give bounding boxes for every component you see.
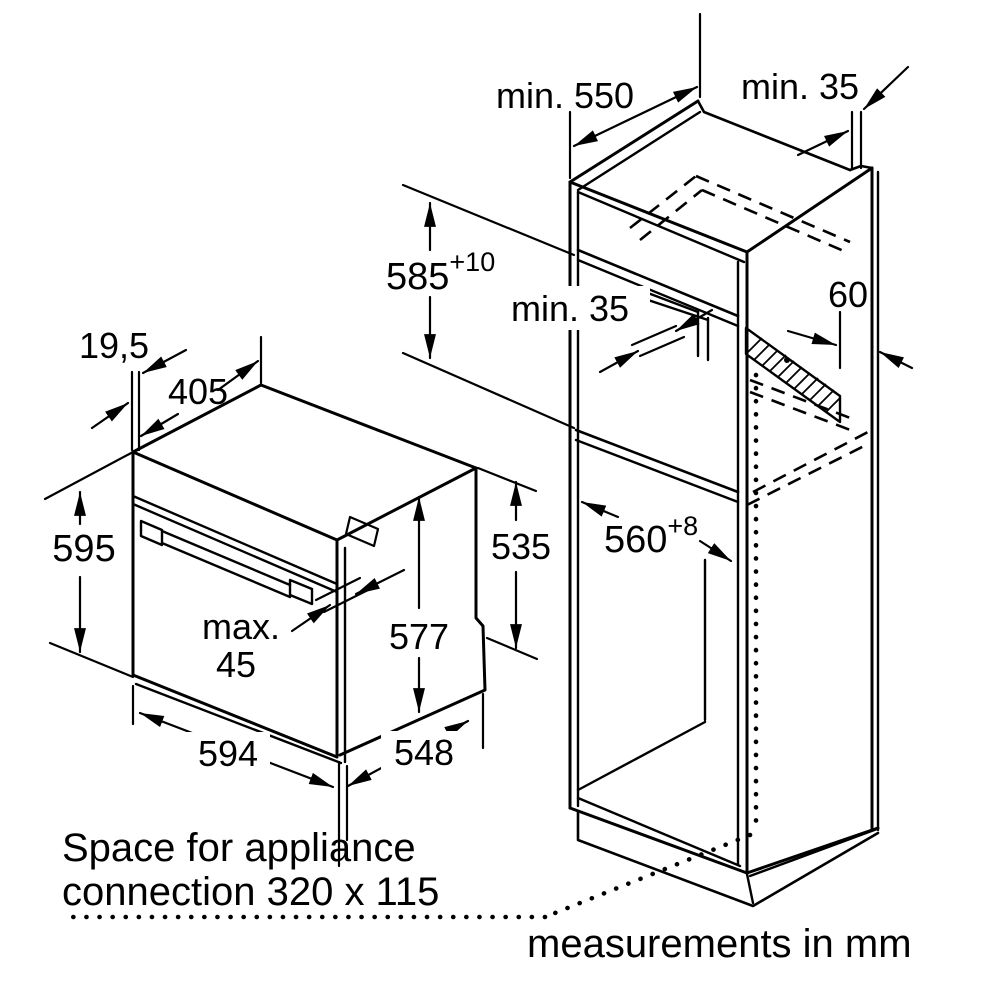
dim-top-rear-gap	[796, 65, 910, 170]
note-connection-line2: connection 320 x 115	[62, 870, 439, 914]
label-niche-width: 560+8	[604, 511, 698, 561]
hatch-lines	[745, 337, 841, 413]
connection-leader-dotted	[59, 372, 759, 920]
label-front-width: 594	[198, 733, 258, 774]
door-handle	[139, 519, 314, 606]
oven-drawing	[131, 383, 487, 765]
dim-door-protrusion	[290, 568, 406, 633]
label-shelf-rear-gap: min. 35	[511, 288, 629, 329]
label-body-height-side: 535	[491, 526, 551, 567]
label-top-depth: 405	[168, 371, 228, 412]
dim-vent-depth	[786, 310, 914, 370]
dim-front-lip	[90, 348, 188, 452]
label-body-depth: 548	[394, 732, 454, 773]
dim-shelf-rear-gap	[598, 308, 714, 374]
dimension-labels: min. 550 min. 35 585+10 min. 35 60 560+8…	[52, 66, 868, 774]
cabinet-drawing	[568, 99, 880, 908]
dim-front-height	[43, 450, 135, 679]
label-mask	[186, 732, 270, 774]
label-front-lip: 19,5	[79, 325, 149, 366]
label-top-rear-gap: min. 35	[741, 66, 859, 107]
label-door-protrusion-value: 45	[216, 644, 256, 685]
vent-hatch-strip	[744, 326, 842, 424]
label-mask	[381, 731, 467, 773]
dim-cabinet-depth	[568, 12, 702, 180]
label-mask	[494, 286, 650, 330]
label-door-protrusion: max.	[202, 606, 280, 647]
hidden-edges	[629, 174, 869, 507]
side-grip-slot	[344, 515, 380, 548]
dim-top-depth	[139, 335, 263, 438]
label-front-height: 595	[52, 528, 115, 570]
note-units: measurements in mm	[527, 922, 912, 966]
notes: Space for appliance connection 320 x 115…	[62, 826, 912, 966]
label-cabinet-depth: min. 550	[496, 75, 634, 116]
label-niche-height: 585+10	[386, 247, 495, 298]
dim-niche-height	[401, 183, 576, 430]
label-vent-depth: 60	[828, 274, 868, 315]
note-connection-line1: Space for appliance	[62, 826, 416, 870]
label-body-height-rear: 577	[389, 616, 449, 657]
dim-niche-width	[580, 500, 733, 563]
dim-body-height-side	[476, 466, 539, 661]
